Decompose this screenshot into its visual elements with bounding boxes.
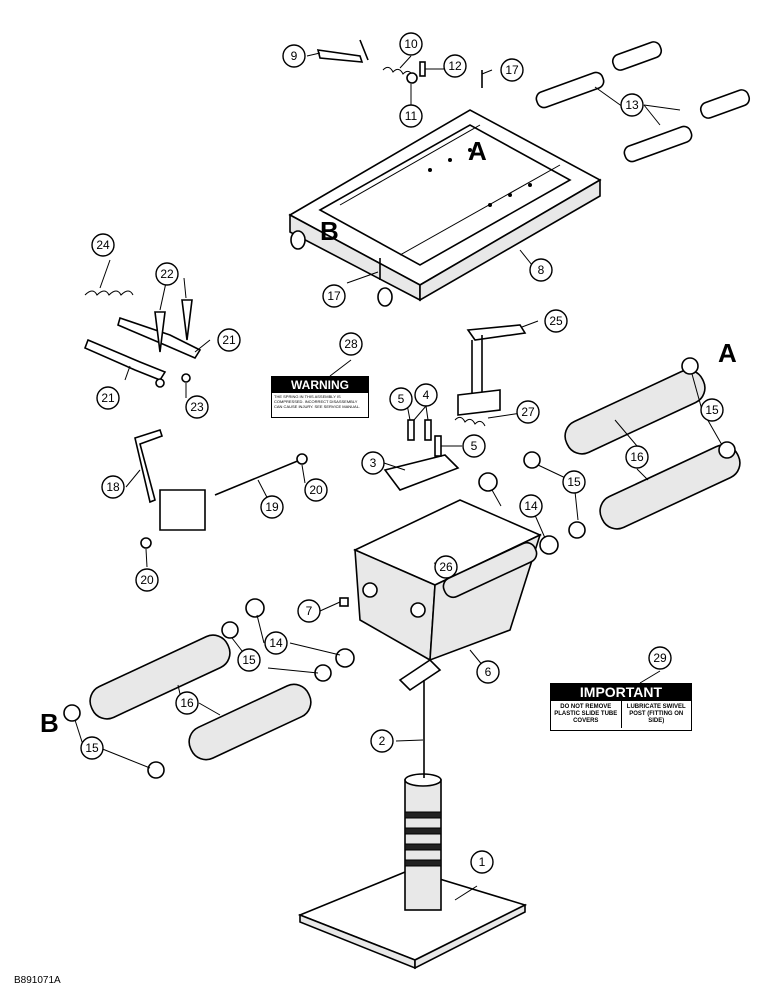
svg-text:4: 4: [423, 388, 430, 402]
svg-text:10: 10: [404, 37, 418, 51]
callout-1: 1: [470, 850, 494, 874]
ref-letter-a-tube: A: [718, 338, 737, 368]
svg-text:15: 15: [567, 475, 581, 489]
svg-text:26: 26: [439, 560, 453, 574]
reference-letters: A B A B: [40, 136, 737, 738]
svg-text:19: 19: [265, 500, 279, 514]
warning-body: THE SPRING IN THIS ASSEMBLY IS COMPRESSE…: [274, 394, 361, 409]
svg-text:27: 27: [521, 405, 535, 419]
svg-text:24: 24: [96, 238, 110, 252]
svg-text:8: 8: [538, 263, 545, 277]
adjust-lever-assembly: [134, 428, 308, 549]
callout-14b: 14: [264, 631, 288, 655]
callout-14a: 14: [519, 494, 543, 518]
svg-text:15: 15: [242, 653, 256, 667]
svg-text:23: 23: [190, 400, 204, 414]
seat-frame: [288, 109, 602, 307]
svg-text:7: 7: [306, 604, 313, 618]
callout-6: 6: [476, 660, 500, 684]
callout-4: 4: [414, 383, 438, 407]
callout-15d: 15: [80, 736, 104, 760]
tube-covers: [535, 41, 751, 163]
callout-20a: 20: [304, 478, 328, 502]
callout-3: 3: [361, 451, 385, 475]
svg-text:15: 15: [85, 741, 99, 755]
callout-15c: 15: [237, 648, 261, 672]
callout-18: 18: [101, 475, 125, 499]
svg-text:28: 28: [344, 337, 358, 351]
svg-text:14: 14: [524, 499, 538, 513]
callout-12: 12: [443, 54, 467, 78]
callout-15b: 15: [562, 470, 586, 494]
callout-16b: 16: [175, 691, 199, 715]
seat-base: [339, 419, 542, 692]
svg-text:2: 2: [379, 734, 386, 748]
spring-link-assembly: [83, 290, 202, 388]
callout-17a: 17: [500, 58, 524, 82]
svg-text:13: 13: [625, 98, 639, 112]
callout-17b: 17: [322, 284, 346, 308]
callout-19: 19: [260, 495, 284, 519]
svg-text:5: 5: [398, 392, 405, 406]
callout-8: 8: [529, 258, 553, 282]
callout-25: 25: [544, 309, 568, 333]
callout-11: 11: [399, 104, 423, 128]
svg-text:11: 11: [405, 109, 418, 123]
callout-9: 9: [282, 44, 306, 68]
important-right-text: LUBRICATE SWIVEL POST (FITTING ON SIDE): [620, 701, 692, 728]
svg-text:6: 6: [485, 665, 492, 679]
callout-16a: 16: [625, 445, 649, 469]
svg-text:21: 21: [101, 391, 115, 405]
drawing-id: B891071A: [14, 975, 61, 986]
callout-26: 26: [434, 555, 458, 579]
callout-2: 2: [370, 729, 394, 753]
svg-text:14: 14: [269, 636, 283, 650]
svg-text:25: 25: [549, 314, 563, 328]
callout-27: 27: [516, 400, 540, 424]
callout-5a: 5: [389, 387, 413, 411]
svg-text:9: 9: [291, 49, 298, 63]
callout-10: 10: [399, 32, 423, 56]
svg-text:17: 17: [327, 289, 341, 303]
warning-heading: WARNING: [272, 377, 368, 393]
svg-text:17: 17: [505, 63, 519, 77]
callout-24: 24: [91, 233, 115, 257]
important-decal: IMPORTANT DO NOT REMOVE PLASTIC SLIDE TU…: [550, 683, 692, 731]
pivot-bracket: [454, 324, 527, 427]
svg-text:16: 16: [180, 696, 194, 710]
pedestal-column: [297, 680, 528, 970]
svg-text:16: 16: [630, 450, 644, 464]
svg-text:29: 29: [653, 651, 667, 665]
svg-text:18: 18: [106, 480, 120, 494]
ref-letter-a-frame: A: [468, 136, 487, 166]
svg-text:3: 3: [370, 456, 377, 470]
callout-23: 23: [185, 395, 209, 419]
callout-20b: 20: [135, 568, 159, 592]
callout-22: 22: [155, 262, 179, 286]
svg-text:20: 20: [309, 483, 323, 497]
callout-7: 7: [297, 599, 321, 623]
callout-15a: 15: [700, 398, 724, 422]
callout-5b: 5: [462, 434, 486, 458]
svg-text:1: 1: [479, 855, 486, 869]
warning-decal: WARNING THE SPRING IN THIS ASSEMBLY IS C…: [271, 376, 369, 418]
svg-text:5: 5: [471, 439, 478, 453]
svg-text:12: 12: [448, 59, 462, 73]
callout-21a: 21: [217, 328, 241, 352]
svg-text:15: 15: [705, 403, 719, 417]
svg-text:22: 22: [160, 267, 174, 281]
ref-letter-b-tube: B: [40, 708, 59, 738]
callout-21b: 21: [96, 386, 120, 410]
svg-text:20: 20: [140, 573, 154, 587]
callout-29: 29: [648, 646, 672, 670]
callouts: 1 2 3 4 5 5 6 7 8 9 10 11 12 13 14 14 15…: [80, 32, 724, 874]
important-heading: IMPORTANT: [551, 684, 691, 701]
important-left-text: DO NOT REMOVE PLASTIC SLIDE TUBE COVERS: [554, 704, 618, 724]
callout-28: 28: [339, 332, 363, 356]
svg-text:21: 21: [222, 333, 236, 347]
callout-13: 13: [620, 93, 644, 117]
slide-tubes: [63, 357, 741, 779]
ref-letter-b-frame: B: [320, 216, 339, 246]
